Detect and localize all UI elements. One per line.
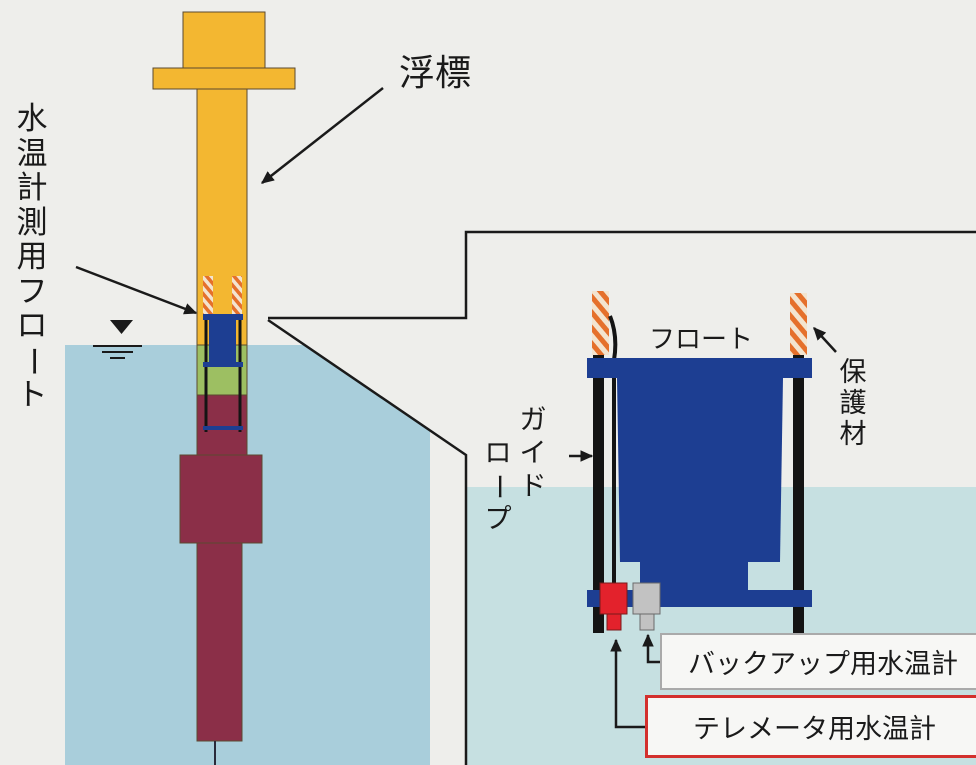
- guide-rod-right: [793, 355, 804, 633]
- backup-thermometer-label: バックアップ用水温計: [688, 649, 958, 680]
- vertical-glyph: ト: [16, 377, 48, 413]
- buoy-label: 浮標: [399, 53, 472, 94]
- vertical-glyph: プ: [484, 504, 512, 535]
- vertical-glyph: ド: [519, 471, 547, 502]
- protective-material-label: 保護材: [838, 357, 868, 450]
- guide-rope-label-part2: ロープ: [482, 437, 514, 536]
- backup-thermometer-probe: [639, 613, 655, 631]
- backup-thermometer-sensor: [632, 582, 661, 615]
- protective-material-small-left: [203, 276, 213, 316]
- vertical-glyph: 温: [16, 135, 48, 172]
- guide-rope-label-part1: ガイド: [518, 404, 548, 503]
- vertical-glyph: 計: [16, 170, 48, 206]
- backup-thermometer-callout: バックアップ用水温計: [660, 633, 976, 690]
- telemeter-thermometer-probe: [606, 613, 622, 631]
- float-small-sensor-bar: [203, 426, 243, 430]
- telemeter-thermometer-arrow: [610, 638, 645, 729]
- protective-material-right: [790, 293, 807, 355]
- vertical-glyph: 測: [16, 204, 48, 241]
- water-level-triangle: [110, 320, 133, 334]
- float-small: [203, 276, 243, 432]
- float-label: フロート: [649, 325, 754, 355]
- guide-rod-left: [593, 355, 604, 633]
- float-top-bar: [587, 358, 812, 378]
- vertical-glyph: ロ: [16, 308, 48, 344]
- float-small-body: [209, 320, 236, 362]
- temperature-float-label: 水温計測用フロート: [14, 102, 50, 413]
- leader-arrows: [75, 87, 837, 729]
- water-area-main: [65, 345, 430, 765]
- callout-line-upper: [268, 230, 976, 320]
- float-detail: [587, 291, 812, 633]
- vertical-glyph: 保: [839, 357, 867, 388]
- vertical-glyph: イ: [519, 438, 547, 469]
- vertical-glyph: 護: [839, 388, 867, 419]
- vertical-glyph: ガ: [519, 405, 547, 436]
- float-small-bottom-bar: [203, 362, 243, 367]
- callout-line-lower: [267, 318, 468, 765]
- protective-label-arrow: [813, 327, 837, 353]
- vertical-glyph: ロ: [484, 438, 512, 469]
- telemeter-thermometer-sensor: [599, 582, 628, 615]
- buoy-label-arrow: [260, 87, 384, 184]
- protective-material-left: [592, 291, 609, 355]
- buoy-flange: [152, 67, 296, 90]
- protective-material-small-right: [232, 276, 242, 316]
- vertical-glyph: 水: [16, 101, 48, 137]
- telemeter-thermometer-callout: テレメータ用水温計: [645, 695, 976, 758]
- vertical-glyph: フ: [16, 273, 48, 310]
- water-level-icon: [93, 320, 142, 359]
- float-label-arrow: [75, 265, 198, 315]
- buoy-top-cap: [182, 11, 266, 70]
- buoy-keel-shaft: [196, 542, 243, 742]
- buoy-ballast-block: [179, 454, 263, 544]
- telemeter-thermometer-label: テレメータ用水温計: [693, 714, 936, 745]
- vertical-glyph: 材: [839, 419, 867, 450]
- float-small-top-bar: [203, 314, 243, 320]
- vertical-glyph: ー: [14, 345, 51, 377]
- vertical-glyph: 用: [16, 239, 48, 275]
- float-body: [617, 378, 783, 562]
- vertical-glyph: ー: [482, 473, 514, 500]
- backup-thermometer-arrow: [642, 633, 660, 664]
